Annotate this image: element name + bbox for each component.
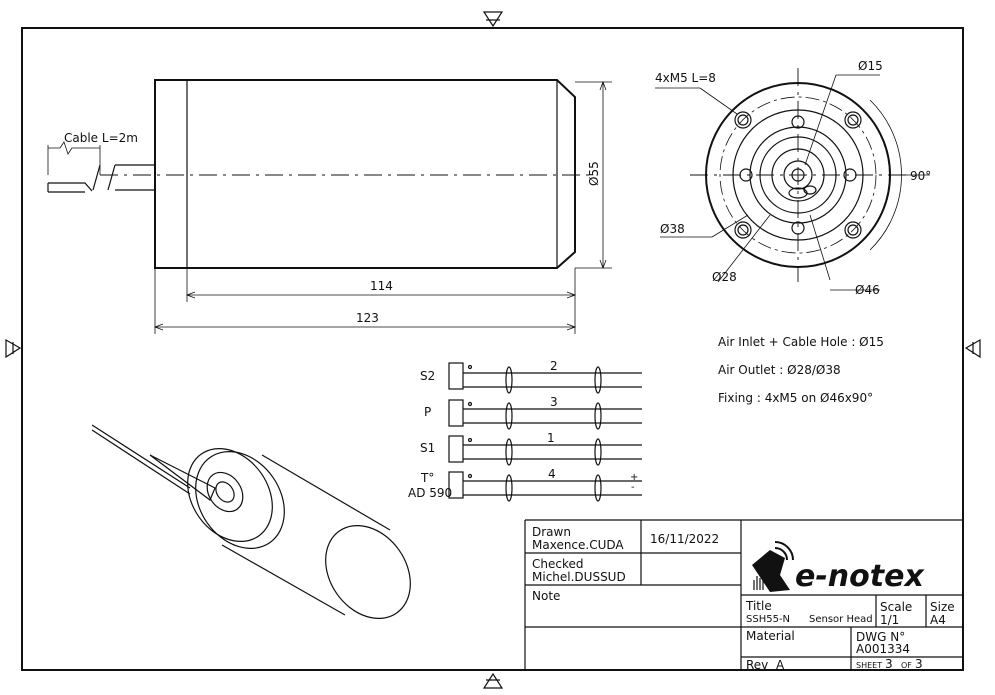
length-114: 114 [370, 279, 393, 293]
holes-label: 4xM5 L=8 [655, 71, 716, 85]
sheet-value: 3 [885, 657, 893, 671]
logo-icon [752, 541, 794, 592]
cable-length-label: Cable L=2m [64, 131, 138, 145]
note-label: Note [532, 589, 560, 603]
wire-number: 3 [550, 395, 558, 409]
sheet-total: 3 [915, 657, 923, 671]
diameter-28: Ø28 [712, 270, 737, 284]
checked-label: Checked [532, 557, 584, 571]
diameter-dimension: Ø55 [587, 161, 601, 186]
angle-90: 90° [910, 169, 931, 183]
scale-value: 1/1 [880, 613, 899, 627]
title-label: Title [745, 599, 772, 613]
dwg-number: A001334 [856, 642, 910, 656]
rev-label: Rev [746, 658, 768, 672]
diameter-15: Ø15 [858, 59, 883, 73]
drawn-by: Maxence.CUDA [532, 538, 624, 552]
length-123: 123 [356, 311, 379, 325]
wiring-diagram: S2 P S1 T° AD 590 2 3 1 4 + - [408, 359, 642, 502]
polarity-plus: + [630, 472, 638, 483]
title-name: Sensor Head [809, 614, 873, 625]
dwg-label: DWG N° [856, 630, 905, 644]
centering-marks [5, 11, 981, 689]
size-value: A4 [930, 613, 946, 627]
rev-value: A [776, 658, 785, 672]
notes: Air Inlet + Cable Hole : Ø15 Air Outlet … [718, 335, 884, 405]
drawn-date: 16/11/2022 [650, 532, 719, 546]
wire-label-s2: S2 [420, 369, 435, 383]
material-label: Material [746, 629, 795, 643]
scale-label: Scale [880, 600, 912, 614]
wire-number: 1 [547, 431, 555, 445]
note-air-outlet: Air Outlet : Ø28/Ø38 [718, 363, 841, 377]
title-part: SSH55-N [746, 614, 790, 625]
wire-label-t: T° [420, 471, 434, 485]
logo-text: e-notex [795, 559, 925, 594]
wire-number: 2 [550, 359, 558, 373]
of-label: OF [901, 661, 912, 670]
drawing-border [21, 27, 964, 671]
front-view: 4xM5 L=8 Ø15 90° Ø38 Ø28 Ø46 [655, 59, 931, 297]
wire-label-p: P [424, 405, 431, 419]
size-label: Size [930, 600, 955, 614]
note-fixing: Fixing : 4xM5 on Ø46x90° [718, 391, 873, 405]
drawn-label: Drawn [532, 525, 571, 539]
polarity-minus: - [631, 482, 635, 493]
isometric-view [91, 424, 411, 619]
wire-number: 4 [548, 467, 556, 481]
note-air-inlet: Air Inlet + Cable Hole : Ø15 [718, 335, 884, 349]
checked-by: Michel.DUSSUD [532, 570, 626, 584]
diameter-38: Ø38 [660, 222, 685, 236]
diameter-46: Ø46 [855, 283, 880, 297]
title-block: Drawn Maxence.CUDA 16/11/2022 Checked Mi… [524, 519, 963, 672]
side-view: Cable L=2m Ø55 114 123 [47, 79, 612, 334]
wire-label-ad590: AD 590 [408, 486, 452, 500]
wire-label-s1: S1 [420, 441, 435, 455]
sheet-label: SHEET [856, 661, 882, 670]
